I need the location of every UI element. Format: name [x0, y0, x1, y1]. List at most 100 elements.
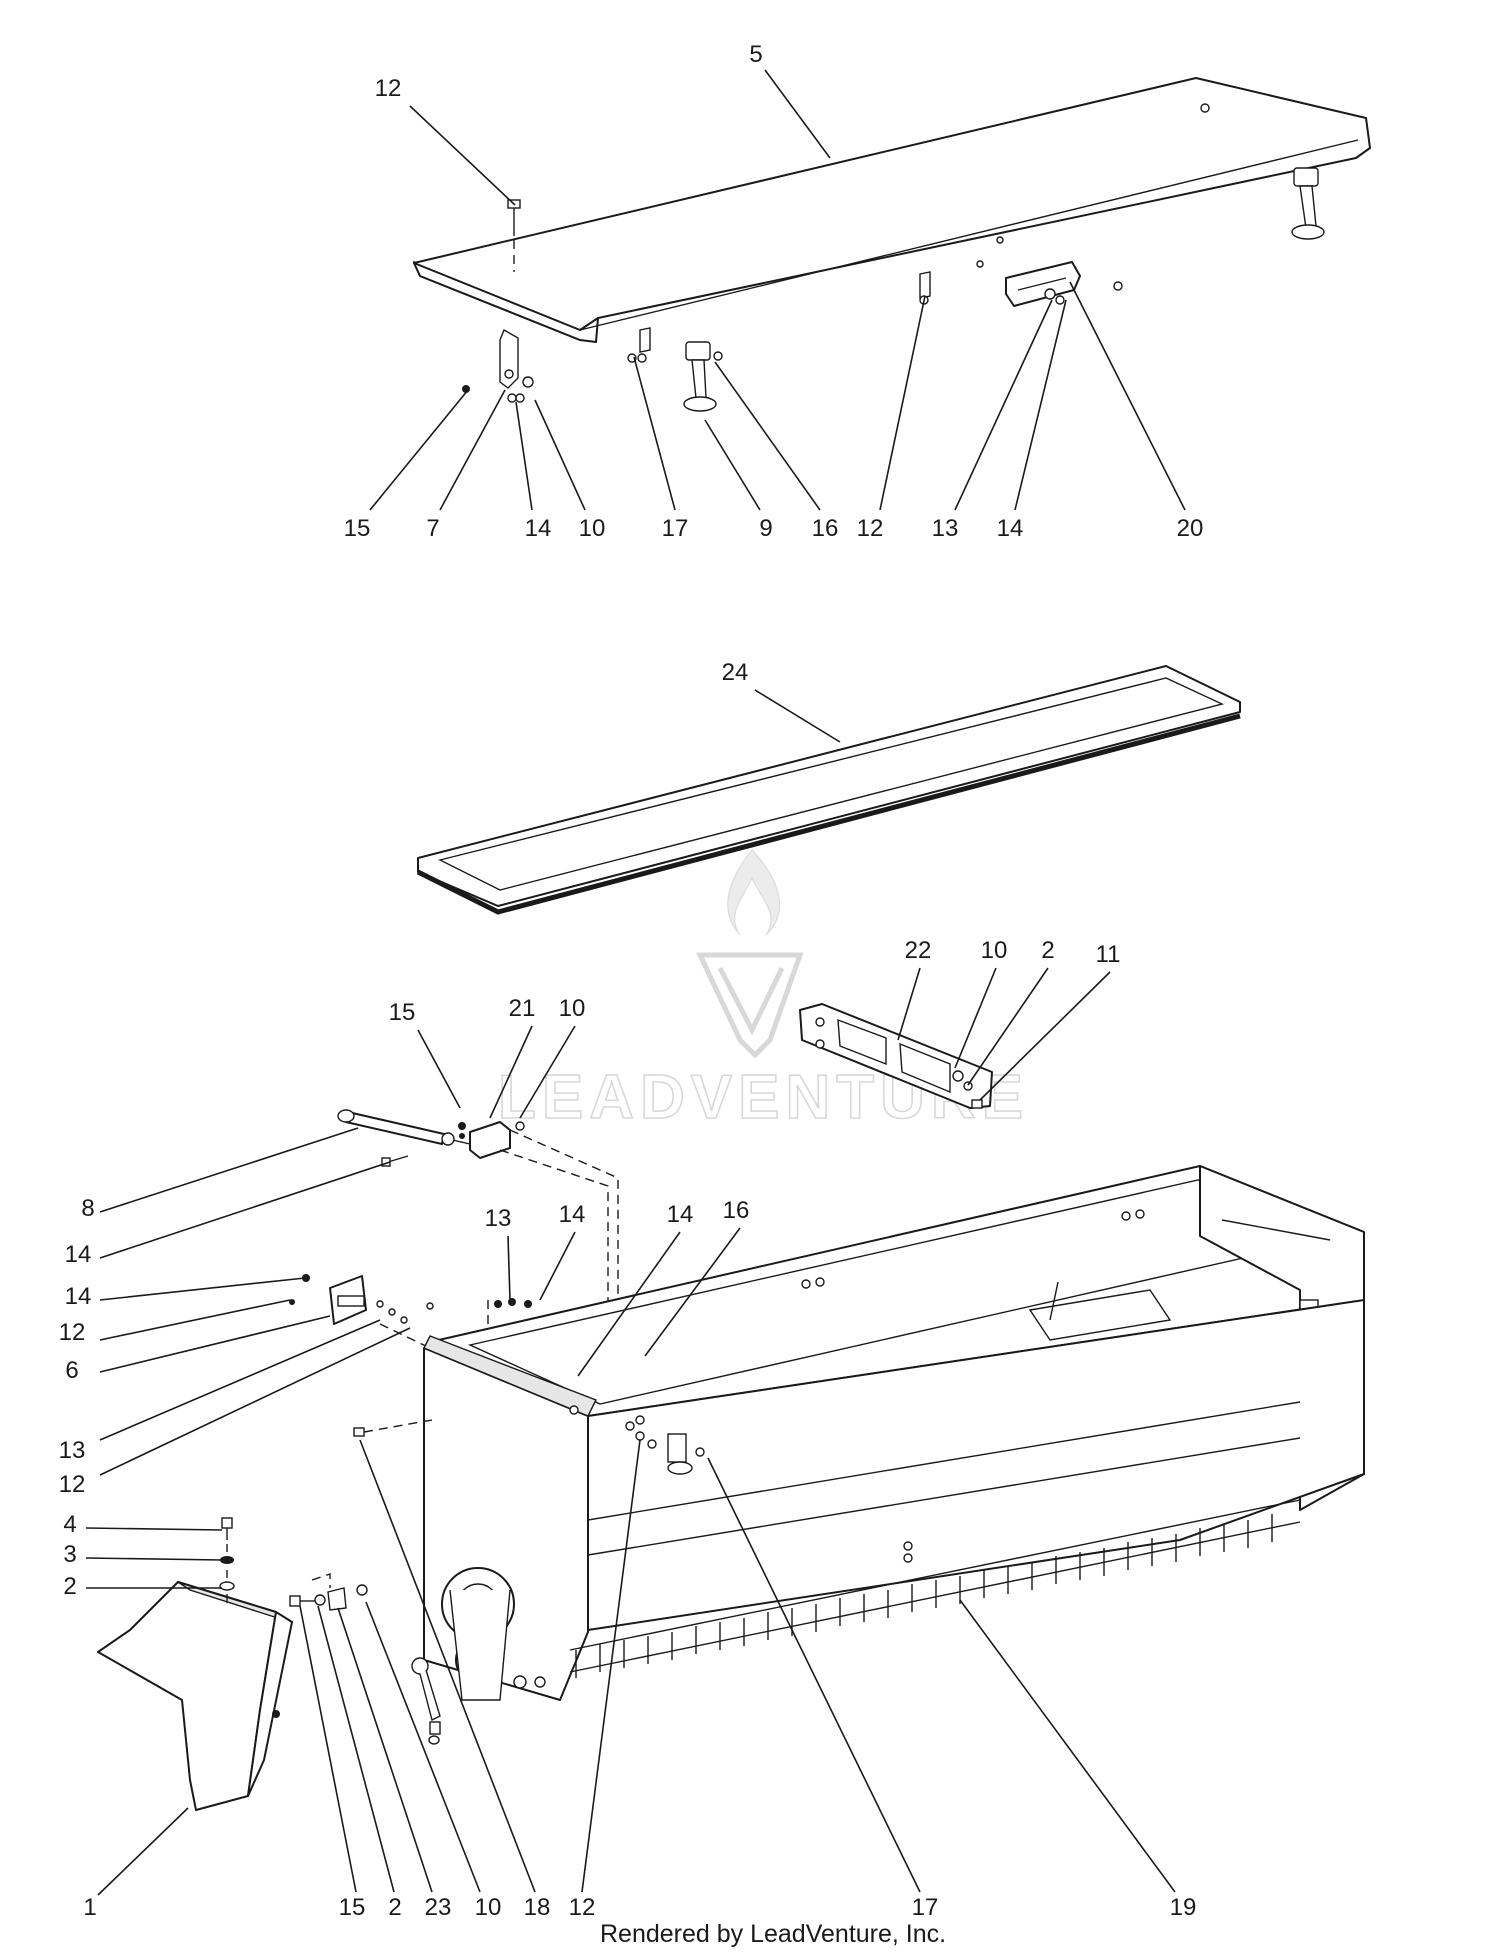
leader-line-c22: [897, 967, 921, 1041]
leader-line-c10a: [534, 399, 586, 511]
gas-spring-part-8: [337, 1109, 471, 1146]
hopper-part-19: [423, 1165, 1365, 1701]
leader-line-c14c: [99, 1161, 391, 1259]
callout-label-c12a: 12: [375, 75, 402, 102]
leader-line-c13b: [507, 1235, 511, 1301]
callout-label-c9: 9: [759, 515, 772, 542]
leader-line-c7: [439, 389, 506, 511]
leader-line-c2c: [317, 1605, 395, 1893]
callout-label-c4: 4: [63, 1511, 76, 1538]
leader-line-c14f: [99, 1277, 306, 1301]
leader-line-c10d: [365, 1601, 481, 1893]
callout-label-c24: 24: [722, 659, 749, 686]
leader-line-c8: [99, 1127, 359, 1213]
linkage-parts-15-2-23-10: [289, 1573, 368, 1611]
callout-label-c21: 21: [509, 995, 536, 1022]
callout-label-c7: 7: [426, 515, 439, 542]
leader-line-c10c: [519, 1025, 576, 1119]
callout-label-c14f: 14: [65, 1283, 92, 1310]
leader-line-c12a: [409, 105, 516, 206]
watermark-v-logo-icon: [696, 952, 804, 1059]
callout-label-c14e: 14: [667, 1201, 694, 1228]
leader-line-c3: [85, 1557, 223, 1561]
callout-label-c17a: 17: [662, 515, 689, 542]
leader-line-c24: [754, 689, 841, 743]
leader-line-c16a: [714, 361, 821, 511]
lid-handle-part-20: [1005, 261, 1081, 307]
leader-line-c18: [359, 1439, 536, 1893]
leader-line-c23: [337, 1607, 433, 1893]
callout-label-c12e: 12: [569, 1894, 596, 1921]
lid-latch-middle: [683, 341, 717, 412]
callout-label-c14b: 14: [997, 515, 1024, 542]
adjust-link-arm: [411, 1657, 441, 1745]
callout-label-c12d: 12: [59, 1471, 86, 1498]
leader-line-c15a: [369, 389, 469, 511]
leader-line-c15b: [417, 1029, 461, 1109]
callout-label-c13b: 13: [485, 1205, 512, 1232]
leader-line-c5: [764, 69, 831, 159]
bracket-part-22: [799, 1003, 993, 1109]
gasket-part-24: [416, 665, 1241, 915]
callout-label-c2a: 2: [1041, 937, 1054, 964]
callout-label-c14c: 14: [65, 1241, 92, 1268]
callout-label-c15c: 15: [339, 1894, 366, 1921]
leader-line-c13a: [954, 299, 1053, 511]
leader-line-c12d: [99, 1327, 411, 1476]
callout-label-c22: 22: [905, 937, 932, 964]
leader-line-c6: [99, 1315, 331, 1373]
spreader-fins: [569, 1499, 1301, 1678]
leader-line-c12e: [581, 1439, 641, 1893]
callout-label-c1: 1: [83, 1894, 96, 1921]
leader-line-c2a: [967, 967, 1049, 1086]
callout-label-c18: 18: [524, 1894, 551, 1921]
leader-line-c12c: [99, 1299, 291, 1341]
leader-line-c20: [1069, 281, 1186, 511]
callout-label-c13c: 13: [59, 1437, 86, 1464]
leader-line-c11: [979, 971, 1111, 1101]
callout-label-c20: 20: [1177, 515, 1204, 542]
lid-part-5: [413, 77, 1371, 412]
callout-label-c8: 8: [81, 1195, 94, 1222]
leader-line-c19: [959, 1599, 1176, 1893]
callout-label-c14d: 14: [559, 1201, 586, 1228]
callout-label-c6: 6: [65, 1357, 78, 1384]
leader-line-c21: [489, 1025, 533, 1119]
callout-label-c15b: 15: [389, 999, 416, 1026]
leader-line-c10b: [954, 967, 997, 1069]
leader-line-c17b: [707, 1457, 921, 1893]
leader-line-c14e: [577, 1231, 681, 1377]
callout-label-c11: 11: [1096, 941, 1121, 968]
callout-label-c17b: 17: [912, 1894, 939, 1921]
leader-line-c14d: [539, 1231, 576, 1301]
drive-sprocket-assembly: [441, 1567, 546, 1701]
callout-label-c5: 5: [749, 41, 762, 68]
callout-label-c12b: 12: [857, 515, 884, 542]
callout-label-c13a: 13: [932, 515, 959, 542]
hinge-part-6: [289, 1274, 434, 1325]
leader-line-c14a: [515, 401, 533, 511]
callout-label-c12c: 12: [59, 1319, 86, 1346]
callout-label-c2b: 2: [63, 1573, 76, 1600]
callout-label-c14a: 14: [525, 515, 552, 542]
leader-lines: [85, 69, 1186, 1896]
callout-label-c16b: 16: [723, 1197, 750, 1224]
lid-hinge-bracket: [499, 328, 519, 389]
watermark-flame-icon: [727, 849, 781, 936]
callout-label-c19: 19: [1170, 1894, 1197, 1921]
callout-label-c10d: 10: [475, 1894, 502, 1921]
leader-line-c12b: [879, 295, 926, 511]
leader-line-c1: [97, 1807, 189, 1896]
cover-part-1: [97, 1581, 293, 1811]
callout-label-c10a: 10: [579, 515, 606, 542]
callout-label-c15a: 15: [344, 515, 371, 542]
footer-credit: Rendered by LeadVenture, Inc.: [600, 1920, 946, 1948]
lid-latch-right: [1291, 167, 1325, 240]
leader-line-c9: [704, 419, 761, 511]
callout-label-c10b: 10: [981, 937, 1008, 964]
leader-line-c17a: [633, 356, 676, 511]
callout-label-c23: 23: [425, 1894, 452, 1921]
leader-line-c16b: [644, 1227, 741, 1357]
